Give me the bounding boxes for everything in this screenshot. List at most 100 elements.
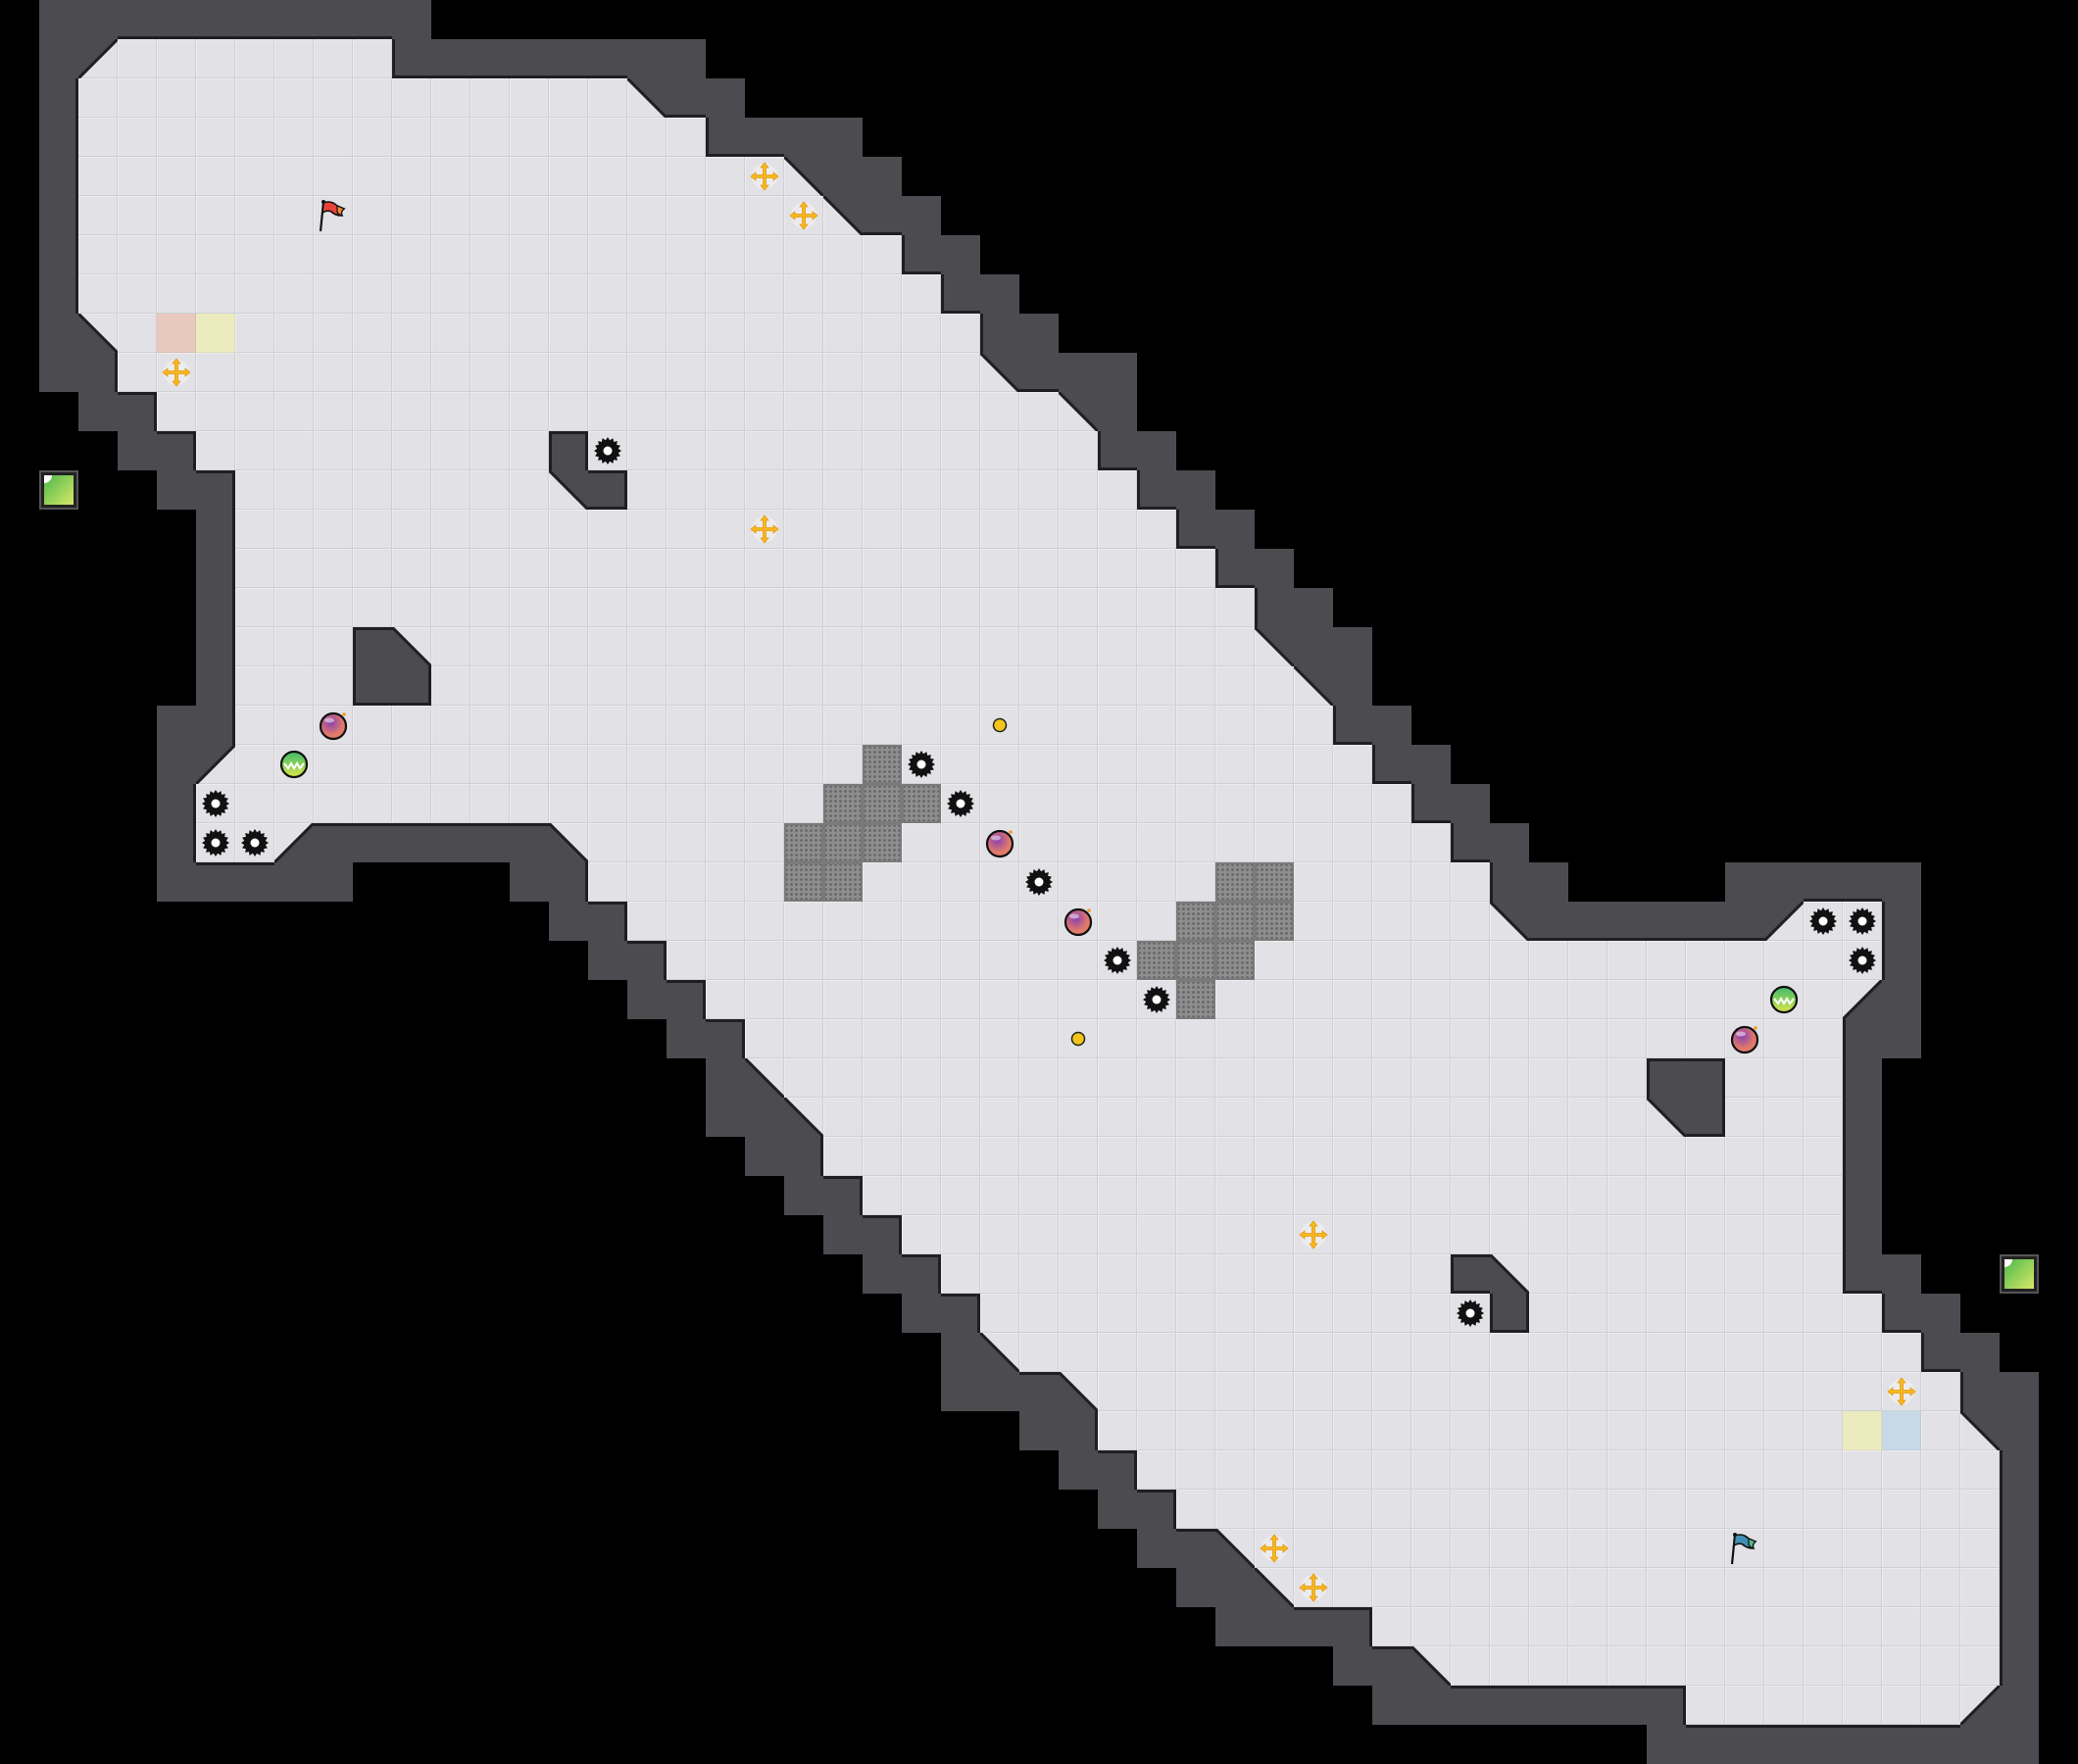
floor-tile xyxy=(706,353,745,392)
wall-tile xyxy=(1960,1372,2000,1411)
floor-tile xyxy=(196,235,235,274)
floor-tile xyxy=(1960,1646,2000,1686)
button-icon[interactable] xyxy=(980,706,1019,745)
floor-tile xyxy=(1294,1254,1333,1294)
wall-tile xyxy=(1725,902,1764,941)
floor-tile xyxy=(510,274,549,314)
floor-tile xyxy=(1764,941,1804,980)
floor-tile xyxy=(1372,1215,1411,1254)
wall-tile xyxy=(196,0,235,39)
floor-tile xyxy=(1882,1646,1921,1686)
floor-tile xyxy=(1059,1098,1098,1137)
floor-tile xyxy=(823,1058,863,1098)
wall-tile xyxy=(1882,862,1921,902)
floor-tile xyxy=(941,627,980,666)
floor-tile xyxy=(706,510,745,549)
floor-tile xyxy=(1137,1372,1176,1411)
floor-tile xyxy=(1059,745,1098,784)
floor-tile xyxy=(784,1058,823,1098)
floor-tile xyxy=(588,392,627,431)
floor-tile xyxy=(902,1176,941,1215)
floor-tile xyxy=(392,706,431,745)
wall-tile xyxy=(1882,1294,1921,1333)
spike-icon xyxy=(1451,1294,1490,1333)
floor-tile xyxy=(902,706,941,745)
wall-tile xyxy=(353,0,392,39)
floor-tile xyxy=(235,706,274,745)
floor-tile xyxy=(1764,1568,1804,1607)
wall-tile xyxy=(157,862,196,902)
floor-tile xyxy=(1372,1529,1411,1568)
floor-tile xyxy=(1647,1490,1686,1529)
wall-tile xyxy=(157,0,196,39)
floor-tile xyxy=(1333,1098,1372,1137)
floor-tile xyxy=(1176,1019,1215,1058)
floor-tile xyxy=(745,314,784,353)
floor-tile xyxy=(431,588,470,627)
floor-tile xyxy=(627,353,667,392)
blue-endzone-tile xyxy=(1882,1411,1921,1450)
wall-tile xyxy=(39,274,78,314)
floor-tile xyxy=(1568,1333,1608,1372)
floor-tile xyxy=(980,1176,1019,1215)
floor-tile xyxy=(1529,1215,1568,1254)
floor-tile xyxy=(1529,1176,1568,1215)
floor-tile xyxy=(1098,1294,1137,1333)
floor-tile xyxy=(745,588,784,627)
boost-icon xyxy=(745,157,784,196)
floor-tile xyxy=(1294,862,1333,902)
floor-tile xyxy=(196,157,235,196)
wall-tile xyxy=(745,1137,784,1176)
wall-tile xyxy=(1255,588,1294,627)
floor-tile xyxy=(1725,1450,1764,1490)
floor-tile xyxy=(902,588,941,627)
floor-tile xyxy=(1529,1646,1568,1686)
floor-tile xyxy=(1647,1333,1686,1372)
blue-flag-icon xyxy=(1725,1529,1764,1568)
floor-tile xyxy=(549,157,588,196)
floor-tile xyxy=(235,353,274,392)
wall-tile xyxy=(706,118,745,157)
floor-tile xyxy=(1568,1294,1608,1333)
wall-tile xyxy=(118,0,157,39)
wall-tile xyxy=(1137,470,1176,510)
floor-tile xyxy=(1255,980,1294,1019)
wall-tile xyxy=(1451,1254,1490,1294)
floor-tile xyxy=(667,784,706,823)
floor-tile xyxy=(431,666,470,706)
floor-tile xyxy=(1098,510,1137,549)
floor-tile xyxy=(1294,823,1333,862)
floor-tile xyxy=(1921,1372,1960,1411)
floor-tile xyxy=(1059,666,1098,706)
floor-tile xyxy=(1725,1686,1764,1725)
floor-tile xyxy=(902,902,941,941)
floor-tile xyxy=(941,510,980,549)
gate-tile xyxy=(823,862,863,902)
floor-tile xyxy=(1647,941,1686,980)
floor-tile xyxy=(1215,706,1255,745)
button-icon[interactable] xyxy=(1059,1019,1098,1058)
floor-tile xyxy=(1333,1450,1372,1490)
floor-tile xyxy=(863,862,902,902)
wall-tile xyxy=(157,823,196,862)
floor-tile xyxy=(431,78,470,118)
diagonal-wall-tile xyxy=(627,78,667,118)
wall-tile xyxy=(1176,510,1215,549)
floor-tile xyxy=(392,314,431,353)
wall-tile xyxy=(314,862,353,902)
floor-tile xyxy=(1960,1529,2000,1568)
floor-tile xyxy=(1137,1137,1176,1176)
wall-tile xyxy=(1568,1686,1608,1725)
gate-tile xyxy=(863,823,902,862)
spike-icon xyxy=(1098,941,1137,980)
wall-tile xyxy=(1647,1686,1686,1725)
floor-tile xyxy=(392,235,431,274)
floor-tile xyxy=(470,274,510,314)
floor-tile xyxy=(1804,1450,1843,1490)
floor-tile xyxy=(1608,1607,1647,1646)
floor-tile xyxy=(1529,1019,1568,1058)
floor-tile xyxy=(627,510,667,549)
boost-icon xyxy=(1294,1215,1333,1254)
floor-tile xyxy=(706,823,745,862)
floor-tile xyxy=(1333,784,1372,823)
